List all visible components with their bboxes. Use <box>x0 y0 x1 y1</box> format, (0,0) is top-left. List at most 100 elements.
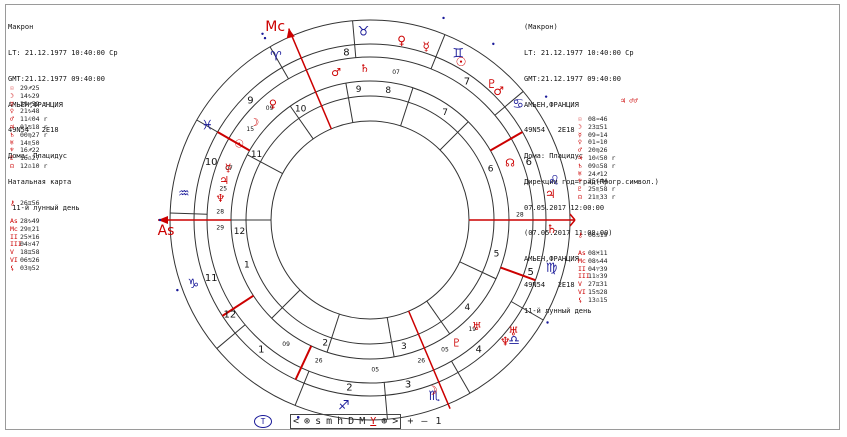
planet-row: III11♉39 <box>578 272 608 281</box>
left-header: Макрон LT: 21.12.1977 10:40:00 Ср GMT:21… <box>8 6 118 221</box>
planet-position: 11♌04 r <box>20 115 48 124</box>
progressed-planet-icon: ♃ <box>545 187 556 201</box>
planet-position: 16♎27 <box>20 154 40 163</box>
planet-position: 28♑49 <box>20 217 40 225</box>
toolbar-extra: + — 1 <box>407 416 441 427</box>
natal-planet-icon: ♇ <box>452 337 462 350</box>
natal-planet-icon: ♄ <box>360 62 370 75</box>
planet-glyph-icon: V <box>10 248 14 257</box>
zodiac-sign-icon: ♎ <box>508 333 520 348</box>
planet-glyph-icon: ☿ <box>578 130 582 139</box>
planet-position: 27♊31 <box>588 280 608 289</box>
planet-position: 01♒10 <box>588 138 608 147</box>
midheaven-arrow <box>286 28 295 39</box>
toolbar-button[interactable]: < <box>293 415 300 427</box>
planet-glyph-icon: ⚷ <box>578 231 583 239</box>
planet-position: 14♑29 <box>20 91 40 100</box>
planet-position: 06♋26 <box>20 255 40 264</box>
toolbar-button[interactable]: ⊛ <box>381 415 388 427</box>
planet-position: 29♐52 r <box>20 99 48 108</box>
planet-glyph-icon: ⚸ <box>578 295 583 304</box>
degree-label: 29 <box>216 224 224 231</box>
natal-planet-icon: ♆ <box>216 192 226 205</box>
progressed-planet-icon: ♆ <box>500 334 511 348</box>
outer-cusp-line <box>430 34 446 70</box>
descendant-mark <box>569 213 576 221</box>
toolbar-button[interactable]: ⊚ <box>304 415 311 427</box>
planet-row: ☽23♊51 <box>578 122 615 132</box>
planet-row: ☉ 29♐25 <box>10 84 47 93</box>
zodiac-sign-icon: ♈ <box>270 50 282 65</box>
planet-glyph-icon: ♅ <box>10 138 14 147</box>
toolbar-extra-button[interactable]: — <box>421 415 428 427</box>
progressed-planet-icon: ☿ <box>423 39 430 53</box>
progressed-planet-icon: ♄ <box>546 222 557 236</box>
planet-glyph-icon: As <box>10 217 18 225</box>
outer-cusp-line <box>494 91 524 116</box>
planet-glyph-icon: III <box>10 240 22 249</box>
natal-planet-icon: ☿ <box>225 161 232 174</box>
right-header-line: 49N54 2E18 <box>524 281 575 289</box>
left-header-line: Макрон <box>8 23 34 32</box>
left-header-line: 49N54 2E18 <box>8 126 59 135</box>
planet-position: 06♋19 <box>588 231 608 239</box>
right-header-line: Дома: Плацидус <box>524 152 584 161</box>
planet-row: ♀01♒10 <box>578 138 615 147</box>
right-header-line: Дирекции год=град(Прогр.символ.) <box>524 177 659 186</box>
planet-glyph-icon: ☉ <box>10 84 14 92</box>
planet-glyph-icon: V <box>578 280 582 289</box>
planet-position: 04♈39 <box>588 264 608 273</box>
toolbar-button[interactable]: M <box>359 415 366 427</box>
zodiac-sign-icon: ♒ <box>178 186 190 201</box>
toolbar-extra-button[interactable]: 1 <box>435 415 442 427</box>
planet-position: 29♐25 <box>20 84 40 92</box>
natal-planet-icon: ♅ <box>472 320 482 333</box>
planet-row: ☽14♑29 <box>10 91 47 101</box>
toolbar-button[interactable]: > <box>392 415 399 427</box>
decor-dot <box>544 95 548 98</box>
natal-planet-icon: ♀ <box>269 97 277 110</box>
inner-cusp-line <box>289 105 314 140</box>
natal-planet-icon: ☽ <box>249 116 259 129</box>
planet-row: ☿09♒14 <box>578 130 615 140</box>
toolbar-button[interactable]: D <box>348 415 355 427</box>
zodiac-sign-icon: ♐ <box>338 399 350 414</box>
decor-dot <box>261 32 264 36</box>
degree-label: 07 <box>392 69 400 76</box>
planet-glyph-icon: ♃ <box>578 153 582 162</box>
planet-glyph-icon: ⚸ <box>10 263 15 272</box>
degree-label: 28 <box>516 211 524 218</box>
left-header-line: GMT:21.12.1977 09:40:00 <box>8 74 105 83</box>
outer-house-number: 9 <box>247 95 253 106</box>
planet-position: 04♉47 <box>20 240 40 249</box>
degree-label: 19 <box>468 326 476 333</box>
planet-position: 24♐12 <box>588 169 608 178</box>
outer-cusp-line <box>294 370 310 406</box>
toolbar-button[interactable]: m <box>326 415 333 427</box>
planet-glyph-icon: ☽ <box>578 122 582 131</box>
right-header: (Макрон) LT: 21.12.1977 10:40:00 Ср GMT:… <box>524 6 659 324</box>
planet-glyph-icon: ♄ <box>578 161 582 170</box>
toolbar-extra-button[interactable]: + <box>407 415 414 427</box>
toolbar-button[interactable]: s <box>315 415 322 427</box>
right-header-line: (07.05.2017 11:00:00) <box>524 229 613 238</box>
left-header-line: 11-й лунный день <box>8 203 80 212</box>
toolbar-button[interactable]: Y <box>370 415 377 427</box>
planet-row: ♃10♌50 r <box>578 153 615 163</box>
planet-position: 09♎58 r <box>588 161 616 170</box>
inner-house-number: 7 <box>442 108 448 118</box>
planet-glyph-icon: ♇ <box>10 154 14 163</box>
planet-row: ♄00♍27 r <box>10 131 47 140</box>
toolbar-button[interactable]: h <box>337 415 344 427</box>
right-note: ♃ ♂♂ <box>621 97 638 105</box>
logo-icon[interactable]: T <box>254 415 272 428</box>
planet-row: ♇25♏58 r <box>578 185 615 194</box>
planet-glyph-icon: ⚷ <box>10 199 15 207</box>
